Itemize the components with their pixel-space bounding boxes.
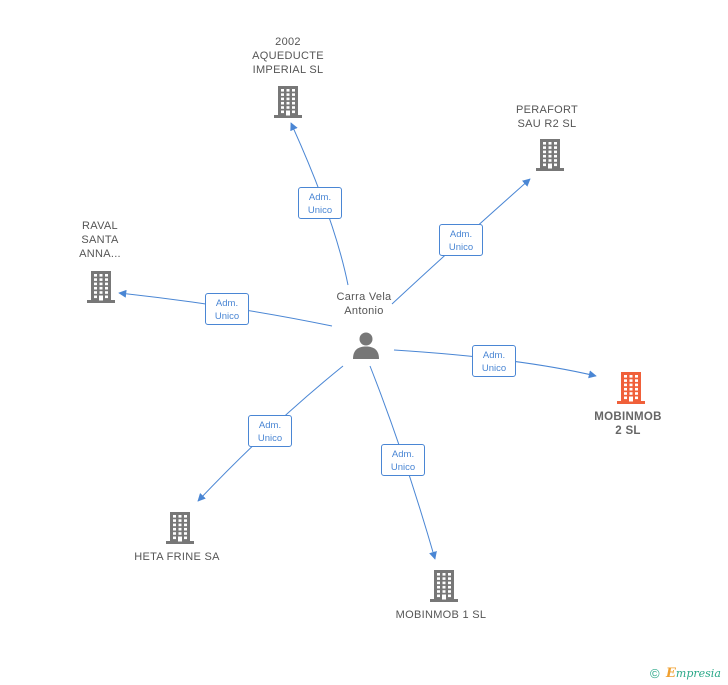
relation-badge[interactable]: Adm. Unico [248,415,292,447]
relation-badge-text: Adm. [215,298,239,309]
building-icon [274,86,302,118]
company-label-line: ANNA... [79,248,121,260]
relation-badge[interactable]: Adm. Unico [439,224,483,256]
company-label-line: PERAFORT [515,104,579,116]
relation-badge[interactable]: Adm. Unico [298,187,342,219]
building-icon [166,512,194,544]
relation-badge-text: Adm. [258,420,282,431]
relation-badge[interactable]: Adm. Unico [381,444,425,476]
building-icon [87,271,115,303]
relation-badge-text: Adm. [482,350,506,361]
company-label-line: MOBINMOB [594,411,662,423]
company-label-line: AQUEDUCTE [252,50,324,62]
relation-badge-text: Unico [307,205,333,216]
relation-badge[interactable]: Adm. Unico [205,293,249,325]
company-label-line: RAVAL [82,220,118,232]
company-label-line: SAU R2 SL [517,118,577,130]
company-label-line: SANTA [81,234,119,246]
company-label: MOBINMOB 2 SL [594,410,662,438]
person-label-line: Carra Vela [336,291,392,303]
relation-badge-text: Unico [448,242,474,253]
building-icon [430,570,458,602]
company-label-line: MOBINMOB 1 SL [395,609,487,621]
company-label-line: 2002 [275,36,301,48]
relation-badge-text: Unico [214,311,240,322]
brand-name: mpresia [675,667,721,680]
relation-badge-text: Unico [481,363,507,374]
building-icon [536,139,564,171]
relation-badge-text: Unico [257,433,283,444]
company-label: RAVAL SANTA ANNA... [79,219,121,261]
building-icon [617,372,645,404]
relation-badge-text: Adm. [308,192,332,203]
relation-badge[interactable]: Adm. Unico [472,345,516,377]
company-label: MOBINMOB 1 SL [396,608,487,622]
brand-logo: Empresia [666,666,721,681]
copyright-icon: © [650,666,660,681]
company-label: PERAFORT SAU R2 SL [516,103,578,131]
company-label-line: IMPERIAL SL [252,64,324,76]
company-label: HETA FRINE SA [134,550,220,564]
relation-badge-text: Unico [390,462,416,473]
person-label-line: Antonio [344,305,384,317]
company-label-line: 2 SL [615,425,641,437]
person-icon [353,332,379,359]
company-label-line: HETA FRINE SA [134,551,220,563]
brand-initial: E [666,666,676,681]
relation-badge-text: Adm. [449,229,473,240]
relation-badge-text: Adm. [391,449,415,460]
